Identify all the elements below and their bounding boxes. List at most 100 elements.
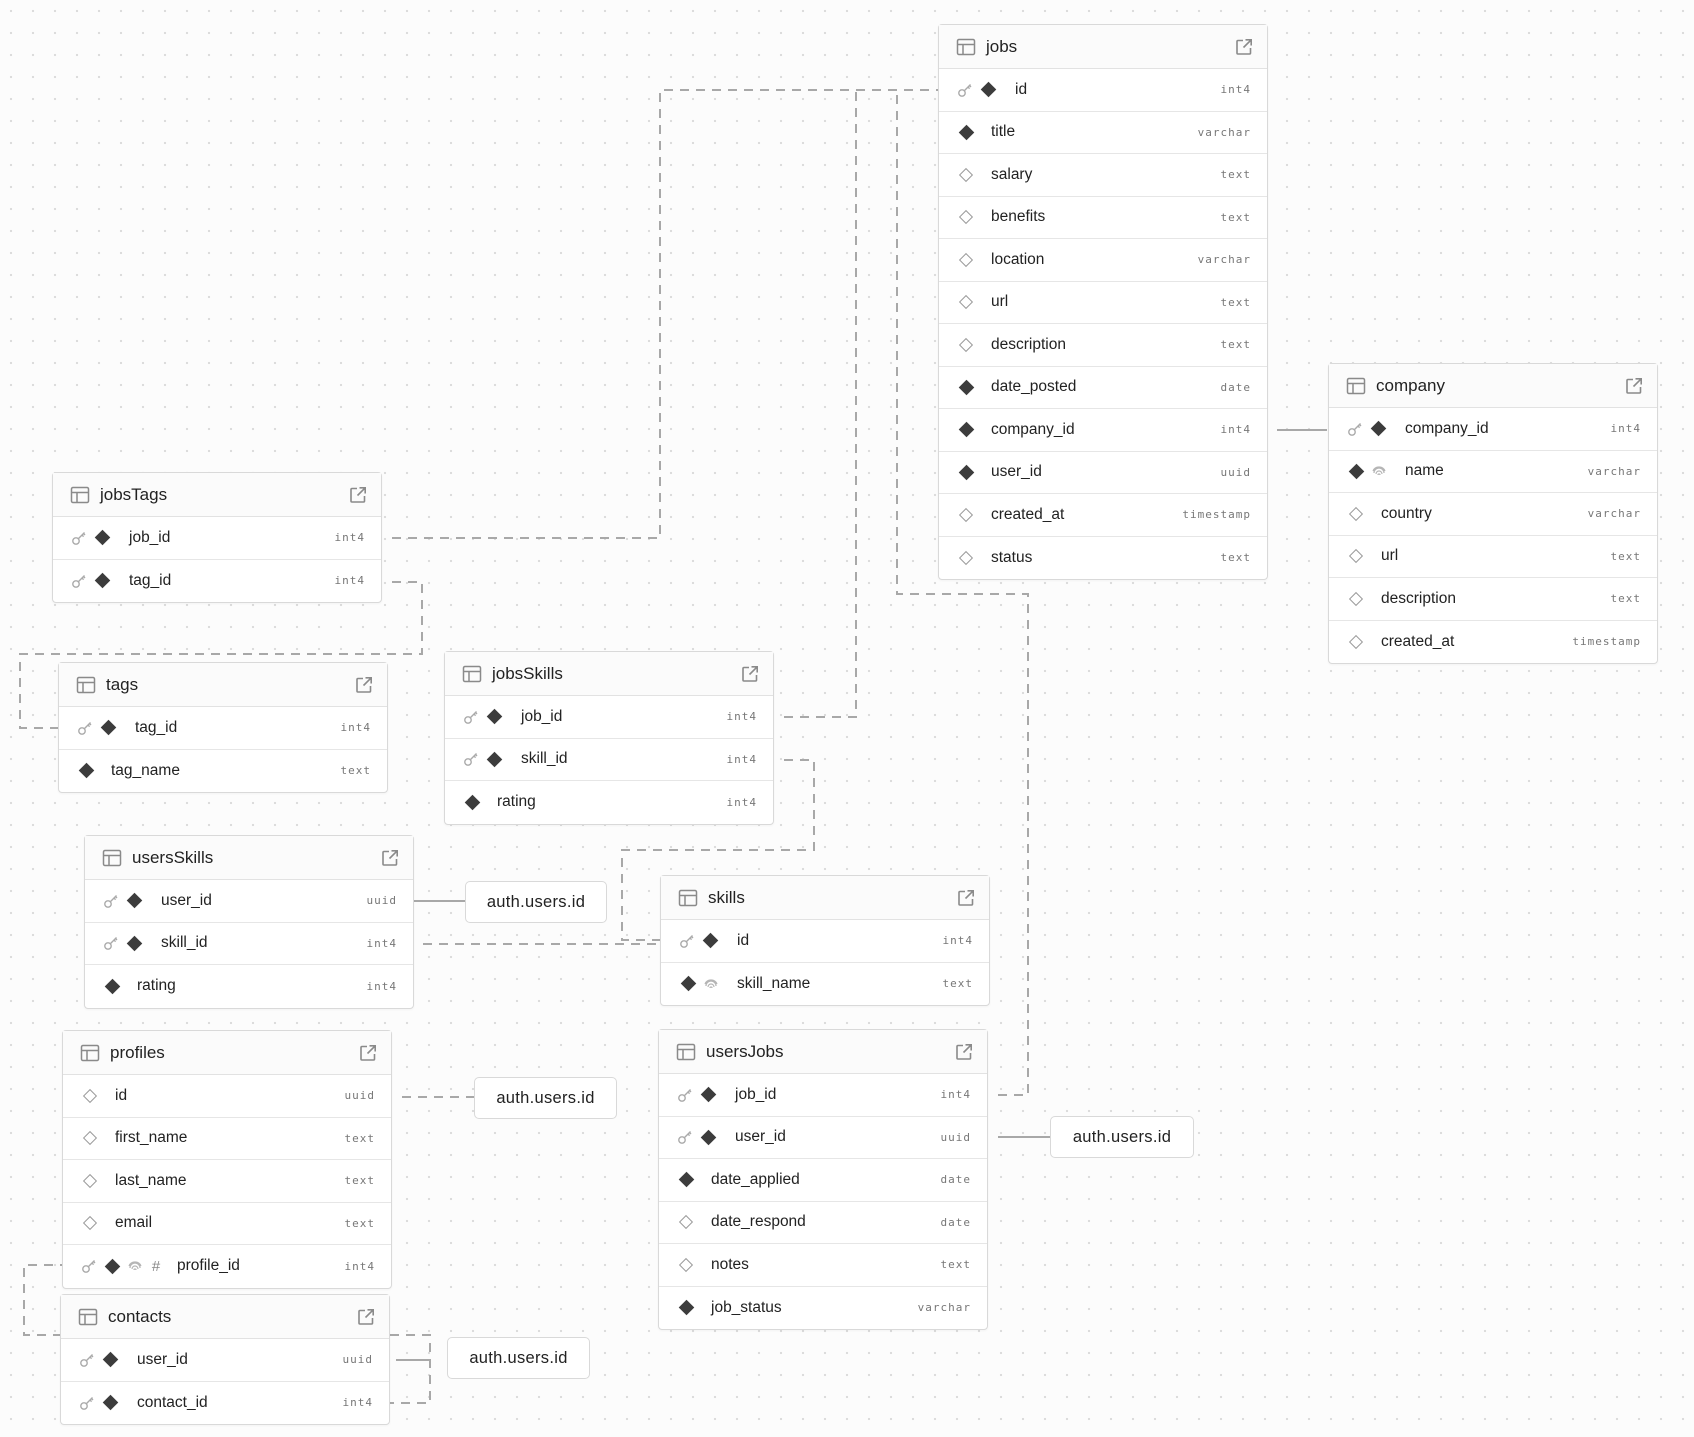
not-null-diamond-icon <box>979 81 997 99</box>
not-null-diamond-icon <box>77 762 95 780</box>
auth-users-id-ref[interactable]: auth.users.id <box>474 1077 617 1119</box>
column-badges <box>957 208 991 226</box>
column-type: uuid <box>342 1353 373 1367</box>
open-external-icon[interactable] <box>357 1308 375 1326</box>
open-external-icon[interactable] <box>741 665 759 683</box>
table-header: profiles <box>63 1031 391 1075</box>
table-header: jobs <box>939 25 1267 69</box>
table-icon <box>956 37 976 57</box>
column-type: int4 <box>340 721 371 735</box>
column-type: date <box>1220 380 1251 394</box>
not-null-diamond-icon <box>701 932 719 950</box>
column-badges <box>957 293 991 311</box>
column-name: job_id <box>735 1085 777 1103</box>
auth-users-id-ref[interactable]: auth.users.id <box>1050 1116 1194 1158</box>
column-row[interactable]: job_id int4 <box>659 1074 987 1117</box>
open-external-icon[interactable] <box>359 1044 377 1062</box>
not-null-diamond-icon <box>99 719 117 737</box>
table-icon <box>76 675 96 695</box>
open-external-icon[interactable] <box>1235 38 1253 56</box>
table-title: jobs <box>986 36 1018 56</box>
table-title: profiles <box>110 1042 165 1062</box>
column-type: text <box>344 1216 375 1230</box>
open-external-icon[interactable] <box>957 889 975 907</box>
table-title: jobsTags <box>100 484 168 504</box>
open-external-icon[interactable] <box>955 1043 973 1061</box>
open-external-icon[interactable] <box>1625 377 1643 395</box>
column-name: tag_name <box>111 761 180 779</box>
table-title: skills <box>708 887 745 907</box>
column-type: int4 <box>342 1396 373 1410</box>
column-type: int4 <box>940 1088 971 1102</box>
open-external-icon[interactable] <box>355 676 373 694</box>
column-type: varchar <box>917 1301 971 1315</box>
auth-users-id-ref[interactable]: auth.users.id <box>465 881 607 923</box>
nullable-diamond-icon <box>1347 547 1365 565</box>
column-type: text <box>940 1258 971 1272</box>
open-external-icon[interactable] <box>381 849 399 867</box>
not-null-diamond-icon <box>677 1171 695 1189</box>
column-type: text <box>942 977 973 991</box>
open-external-icon[interactable] <box>349 486 367 504</box>
key-icon <box>677 1129 693 1145</box>
auth-users-id-ref[interactable]: auth.users.id <box>447 1337 590 1379</box>
table-icon <box>462 664 482 684</box>
not-null-diamond-icon <box>93 529 111 547</box>
key-icon <box>81 1258 97 1274</box>
table-title: tags <box>106 674 139 694</box>
column-badges <box>1347 420 1405 438</box>
